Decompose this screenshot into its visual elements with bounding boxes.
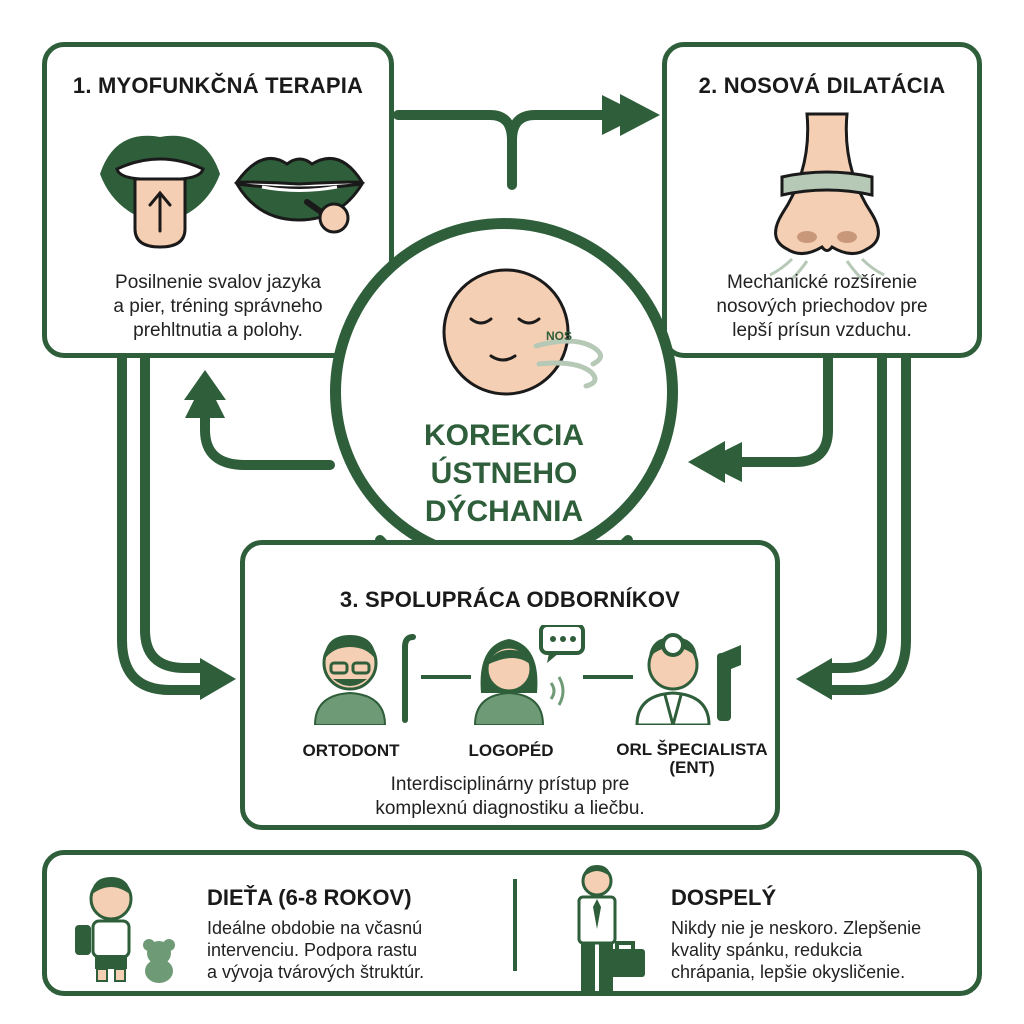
arrow-2-to-center (702, 353, 833, 482)
step-specialist-collaboration: 3. SPOLUPRÁCA ODBORNÍKOV ORTODONT LO (240, 540, 780, 830)
arrow-1-to-2 (393, 110, 517, 190)
step3-title: 3. SPOLUPRÁCA ODBORNÍKOV (339, 587, 681, 612)
adult-desc-line: kvality spánku, redukcia (671, 940, 863, 960)
step1-desc-line: prehltnutia a polohy. (133, 320, 303, 341)
adult-title: DOSPELÝ (671, 885, 777, 910)
step2-desc-line: Mechanické rozšírenie (726, 272, 918, 293)
role-orthodontist: ORTODONT (302, 741, 400, 760)
step3-desc-line: komplexnú diagnostiku a liečbu. (375, 798, 645, 819)
step1-description: Posilnenie svalov jazyka a pier, tréning… (47, 271, 389, 343)
adult-description: Nikdy nie je neskoro. Zlepšenie kvality … (671, 917, 921, 983)
step1-desc-line: Posilnenie svalov jazyka (115, 272, 321, 293)
connector-line (583, 675, 633, 679)
step-myofunctional-therapy: 1. MYOFUNKČNÁ TERAPIA Posilnenie svalov … (42, 42, 394, 358)
center-goal-circle: NOS KOREKCIA ÚSTNEHO DÝCHANIA (330, 218, 678, 566)
step2-desc-line: lepší prísun vzduchu. (732, 320, 912, 341)
connector-line (421, 675, 471, 679)
role-speech-therapist: LOGOPÉD (468, 741, 554, 760)
age-groups-panel: DIEŤA (6-8 ROKOV) Ideálne obdobie na vča… (42, 850, 982, 996)
step1-title: 1. MYOFUNKČNÁ TERAPIA (72, 73, 364, 98)
divider (513, 879, 517, 971)
child-desc-line: intervenciu. Podpora rastu (207, 940, 418, 960)
step2-description: Mechanické rozšírenie nosových priechodo… (667, 271, 977, 343)
briefcase-icon (605, 941, 645, 977)
step2-desc-line: nosových priechodov pre (716, 296, 928, 317)
arrow-1-to-3-outer (117, 353, 205, 695)
mouth-tongue-icon (100, 135, 220, 249)
speech-therapist-icon (473, 625, 585, 725)
role-ent-line: ORL ŠPECIALISTA (616, 740, 768, 759)
center-title-line: ÚSTNEHO (430, 457, 578, 490)
arrow-2-to-3-outer (825, 353, 911, 695)
sleeping-face-icon (442, 268, 603, 396)
breath-label: NOS (546, 329, 573, 343)
step3-description: Interdisciplinárny prístup pre komplexnú… (245, 773, 775, 821)
step3-desc-line: Interdisciplinárny prístup pre (390, 774, 630, 795)
step1-desc-line: a pier, tréning správneho (113, 296, 323, 317)
child-desc-line: a vývoja tvárových štruktúr. (207, 962, 425, 982)
adult-desc-line: chrápania, lepšie okysličenie. (671, 962, 906, 982)
child-description: Ideálne obdobie na včasnú intervenciu. P… (207, 917, 424, 983)
arrow-1-to-3-inner (140, 353, 205, 673)
center-title: KOREKCIA ÚSTNEHO DÝCHANIA (341, 417, 667, 531)
arrow-center-to-1 (185, 378, 335, 470)
adult-desc-line: Nikdy nie je neskoro. Zlepšenie (671, 918, 922, 938)
role-ent-specialist: ORL ŠPECIALISTA (ENT) (607, 741, 777, 777)
step2-title: 2. NOSOVÁ DILATÁCIA (698, 73, 946, 98)
child-icon (75, 877, 133, 982)
lips-icon (234, 156, 365, 234)
ent-doctor-icon (635, 633, 741, 725)
nose-strip-icon (769, 112, 885, 279)
center-title-line: DÝCHANIA (424, 495, 584, 528)
child-desc-line: Ideálne obdobie na včasnú (207, 918, 423, 938)
businessman-icon (577, 865, 617, 991)
role-ent-line: (ENT) (669, 758, 715, 777)
child-title: DIEŤA (6-8 ROKOV) (207, 885, 412, 910)
arrow-2-to-3-inner (825, 353, 887, 673)
teddy-bear-icon (143, 939, 175, 983)
center-title-line: KOREKCIA (423, 419, 584, 452)
orthodontist-icon (313, 634, 416, 725)
step-nasal-dilation: 2. NOSOVÁ DILATÁCIA Mechanické rozšíreni… (662, 42, 982, 358)
